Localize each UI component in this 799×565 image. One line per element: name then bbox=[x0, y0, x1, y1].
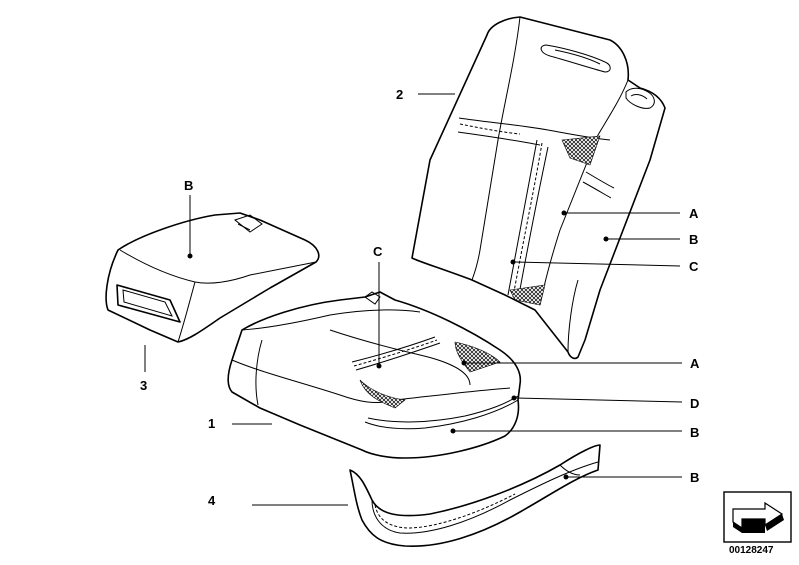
part-number-armrest: 3 bbox=[140, 378, 147, 393]
part-number-side-trim: 4 bbox=[208, 493, 216, 508]
callout-cushion-center: A bbox=[690, 356, 700, 371]
callout-backrest-center: A bbox=[689, 206, 699, 221]
side-trim bbox=[349, 444, 601, 547]
part-number-backrest: 2 bbox=[396, 87, 403, 102]
seat-cushion bbox=[227, 291, 522, 459]
callout-side-trim: B bbox=[690, 470, 699, 485]
next-page-arrow-icon[interactable] bbox=[723, 491, 792, 543]
drawing-code: 00128247 bbox=[729, 545, 774, 556]
callout-armrest-top: B bbox=[184, 178, 193, 193]
callout-backrest-seam: C bbox=[689, 259, 699, 274]
callout-cushion-front: B bbox=[690, 425, 699, 440]
callout-backrest-side: B bbox=[689, 232, 698, 247]
leader-lines bbox=[144, 93, 683, 506]
callout-cushion-piping: D bbox=[690, 396, 699, 411]
part-number-seat-cushion: 1 bbox=[208, 416, 215, 431]
backrest bbox=[411, 16, 666, 360]
armrest bbox=[105, 212, 320, 343]
labels: B 3 2 A B C C A D B 1 B 4 bbox=[140, 87, 700, 508]
callout-cushion-seam: C bbox=[373, 244, 383, 259]
